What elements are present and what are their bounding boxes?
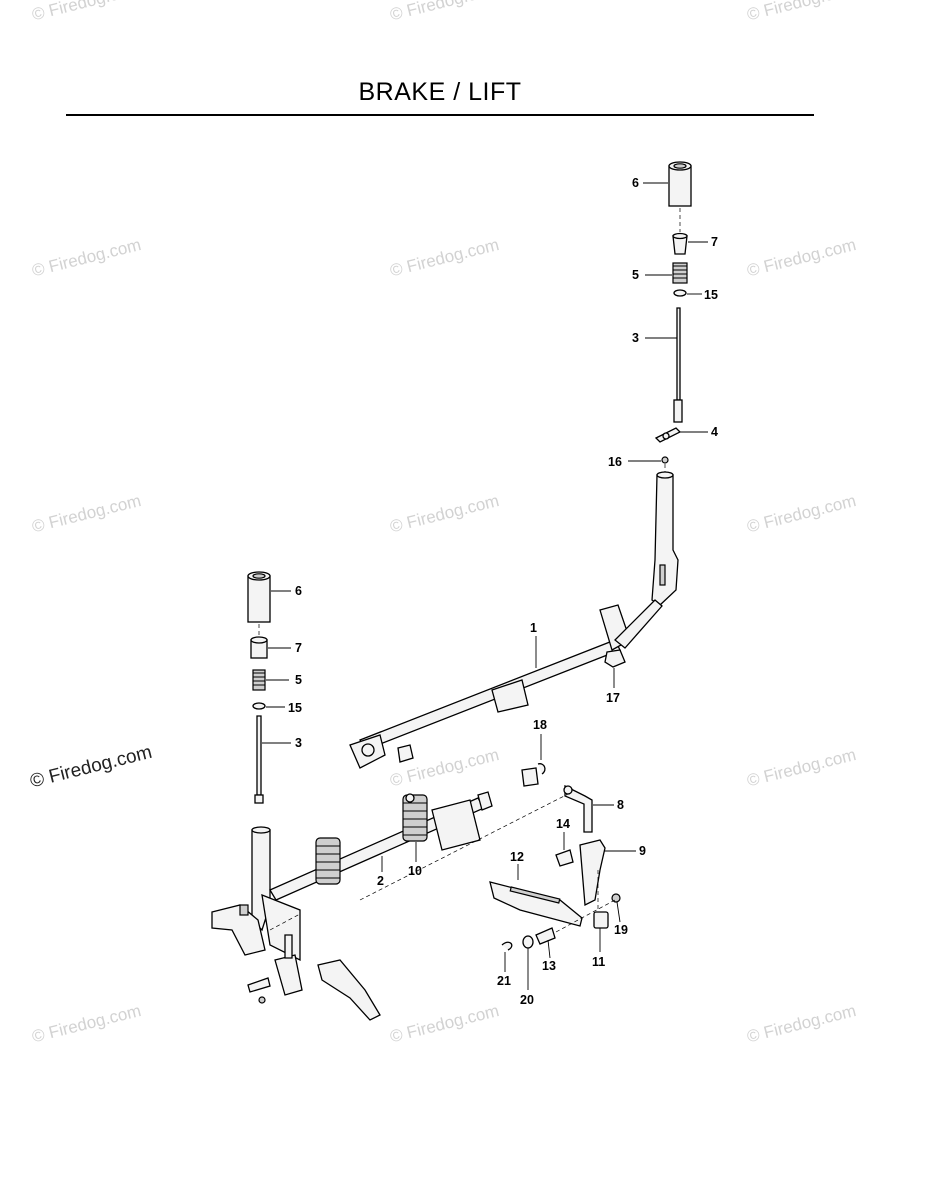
part-5-spring-left (252, 669, 266, 691)
callout-20: 20 (520, 993, 534, 1007)
callout-19: 19 (614, 923, 628, 937)
callout-17: 17 (606, 691, 620, 705)
part-11-bushing (593, 911, 609, 929)
callout-7-left: 7 (295, 641, 302, 655)
callout-9: 9 (639, 844, 646, 858)
callout-12: 12 (510, 850, 524, 864)
part-6-grip-left (247, 571, 271, 623)
callout-2: 2 (377, 874, 384, 888)
part-14-bolt (555, 849, 574, 867)
part-3-rod-right (673, 307, 683, 423)
callout-13: 13 (542, 959, 556, 973)
callout-6-left: 6 (295, 584, 302, 598)
part-9-arm (579, 839, 606, 907)
callout-3-top: 3 (632, 331, 639, 345)
small-bushing (397, 744, 414, 763)
part-nut-18b (521, 767, 539, 787)
callout-5-top: 5 (632, 268, 639, 282)
left-lever-stack (211, 571, 301, 962)
part-18-clip (537, 763, 546, 775)
part-19-nut (611, 893, 621, 903)
right-lever-stack (651, 161, 692, 606)
part-13-bolt (535, 927, 556, 945)
callout-8: 8 (617, 798, 624, 812)
callout-7-top: 7 (711, 235, 718, 249)
part-5-spring-right (672, 262, 688, 284)
part-16-nut (661, 456, 669, 464)
callout-11: 11 (592, 955, 605, 969)
part-20-washer (522, 935, 534, 949)
callout-1: 1 (530, 621, 537, 635)
right-lever-tube (651, 471, 679, 606)
part-6-grip-right (668, 161, 692, 207)
callout-21: 21 (497, 974, 511, 988)
leader-lines (262, 182, 708, 990)
title-underline (66, 114, 814, 116)
callout-4: 4 (711, 425, 718, 439)
callout-14: 14 (556, 817, 570, 831)
callout-16: 16 (608, 455, 622, 469)
callout-3-left: 3 (295, 736, 302, 750)
callout-15-top: 15 (704, 288, 718, 302)
part-3-rod-left (254, 715, 264, 804)
part-15-washer-left (252, 702, 266, 710)
callout-15-left: 15 (288, 701, 302, 715)
part-21-pin (501, 941, 513, 951)
part-17-nut (604, 649, 626, 668)
callout-6-top: 6 (632, 176, 639, 190)
callout-18: 18 (533, 718, 547, 732)
part-1-cross-shaft (349, 599, 663, 769)
brake-linkage (247, 934, 381, 1021)
page-title: BRAKE / LIFT (358, 78, 522, 106)
part-10-spring-large (402, 793, 428, 842)
part-15-washer-right (673, 289, 687, 297)
part-12-plate (489, 881, 583, 927)
callout-10: 10 (408, 864, 422, 878)
part-4-pin (654, 427, 682, 443)
part-7-cap-right (672, 232, 688, 255)
callout-5-left: 5 (295, 673, 302, 687)
part-7-cap-left (250, 636, 268, 659)
spring-small (315, 837, 341, 885)
